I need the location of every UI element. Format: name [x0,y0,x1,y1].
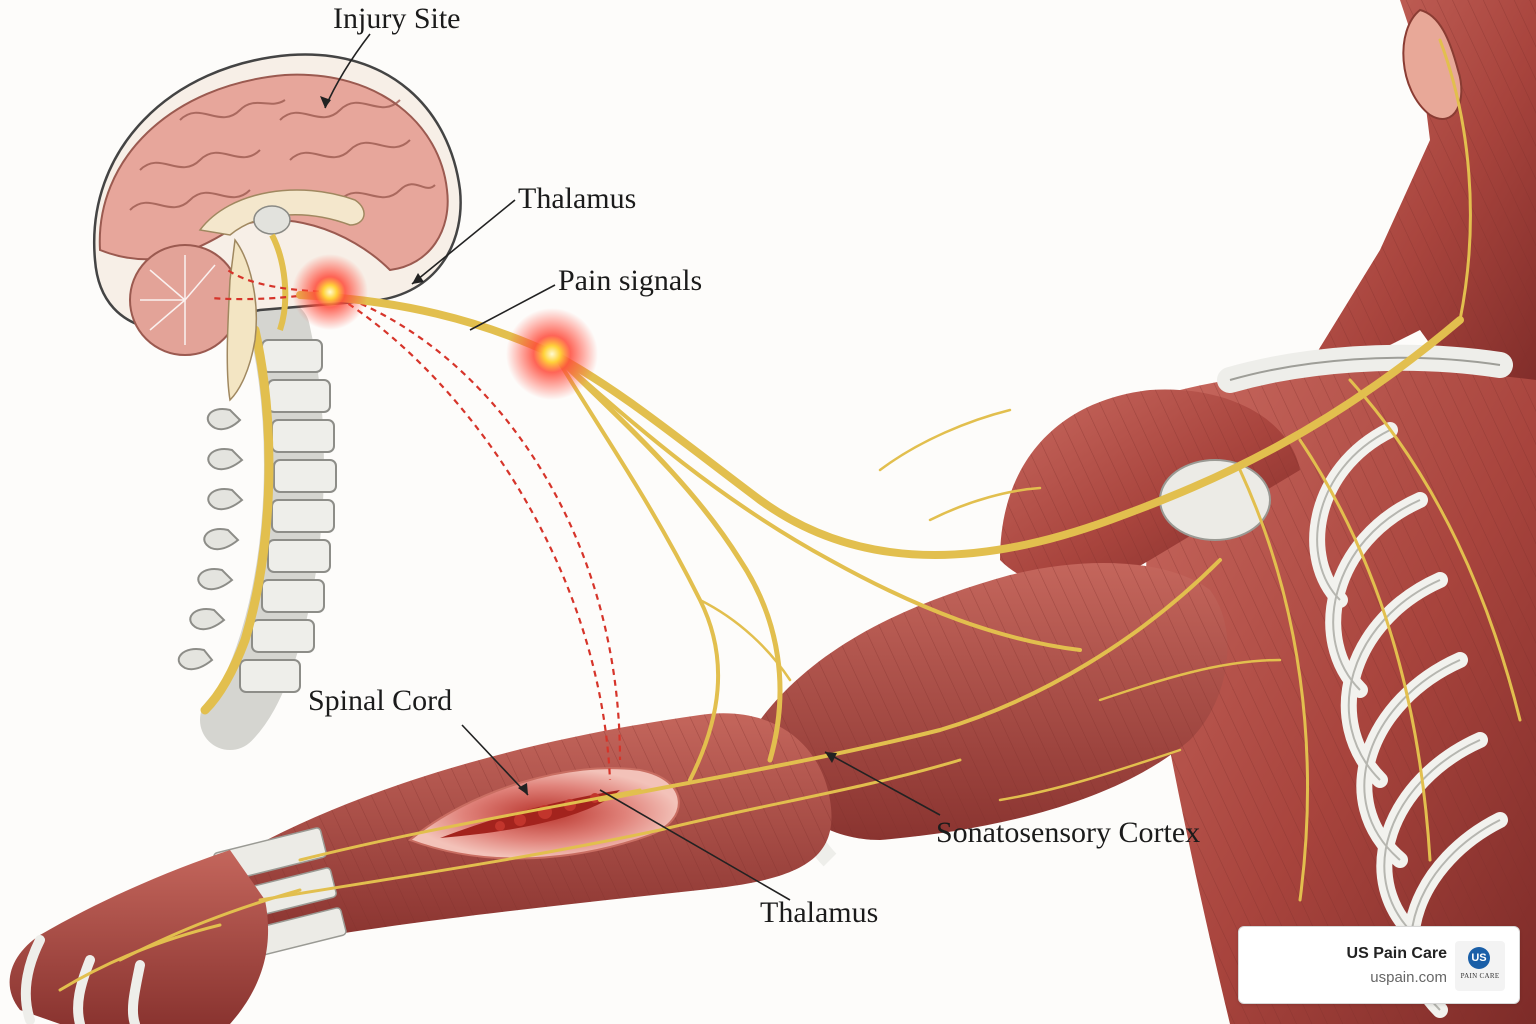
label-pain-signals: Pain signals [558,264,703,297]
ear [1402,8,1463,120]
nerve-network [58,38,1522,992]
torso-group [1146,0,1536,1024]
label-thalamus-top: Thalamus [518,182,637,215]
source-url[interactable]: uspain.com [1370,969,1447,986]
logo-initials: US [1468,947,1490,969]
logo-caption: PAIN CARE [1460,972,1500,980]
thalamus-structure [253,205,291,235]
label-somatosensory-cortex: Sonatosensory Cortex [936,816,1201,849]
us-pain-care-logo-icon: US PAIN CARE [1455,941,1505,991]
label-injury-site: Injury Site [333,2,461,35]
neck-fibers [1300,0,1536,420]
pain-glow-thalamus [292,254,368,330]
brain [92,53,462,402]
spinal-cord-nerve [200,325,274,715]
spine [177,300,337,750]
pain-glow-nerve [506,308,598,400]
source-name: US Pain Care [1346,945,1447,962]
label-thalamus-bottom: Thalamus [760,896,879,929]
source-card[interactable]: US Pain Care uspain.com US PAIN CARE [1238,926,1520,1004]
label-spinal-cord: Spinal Cord [308,684,453,717]
